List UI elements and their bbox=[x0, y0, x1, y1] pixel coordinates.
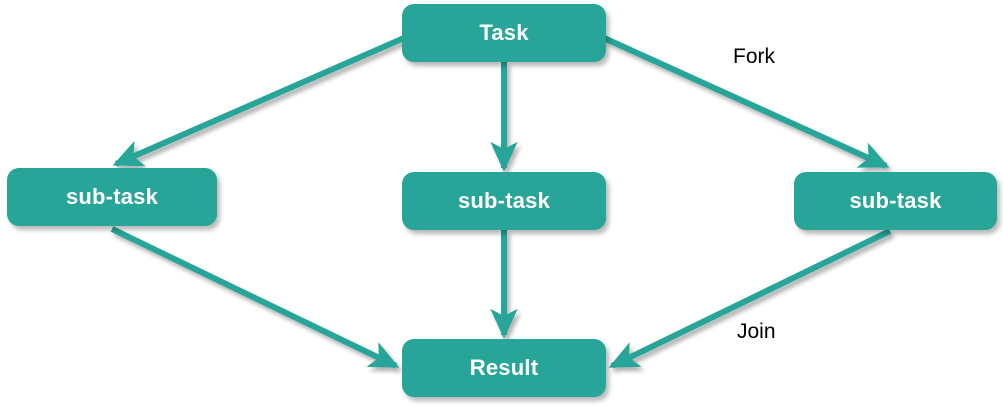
node-result[interactable]: Result bbox=[402, 339, 606, 397]
node-task[interactable]: Task bbox=[402, 4, 606, 62]
edge-fork-right bbox=[602, 35, 890, 169]
edge-join-right bbox=[608, 228, 892, 369]
node-subtask-right[interactable]: sub-task bbox=[794, 172, 997, 230]
node-subtask-left[interactable]: sub-task bbox=[7, 168, 217, 226]
edge-join-left bbox=[110, 226, 400, 369]
edge-label-join: Join bbox=[737, 320, 776, 343]
edge-fork-left bbox=[112, 35, 406, 167]
edge-label-fork: Fork bbox=[733, 45, 775, 68]
node-subtask-center[interactable]: sub-task bbox=[402, 172, 606, 230]
